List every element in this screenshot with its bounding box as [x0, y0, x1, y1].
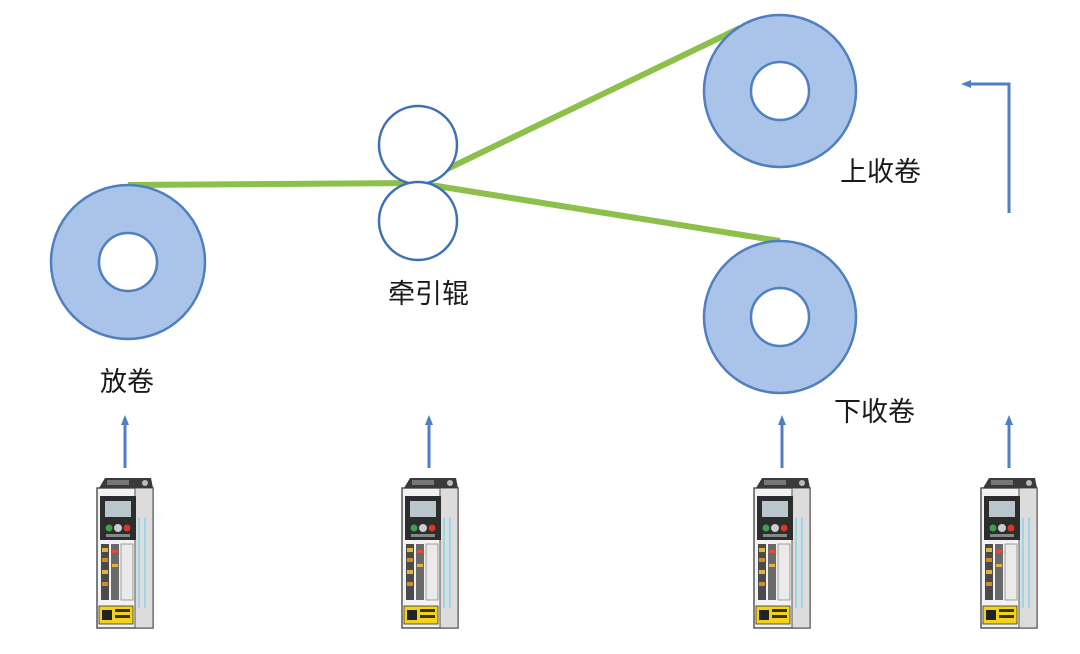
web-pull-to-lower [417, 180, 781, 244]
web-pull-to-upper [416, 25, 742, 186]
arrow-upper-route [961, 80, 1011, 213]
drive-unwind [96, 477, 154, 629]
web-unwind-to-pull [127, 180, 419, 188]
pull-roller-lower [377, 180, 459, 262]
lower-rewind-reel [702, 239, 858, 395]
drive-upper [980, 477, 1038, 629]
drive-pull [401, 477, 459, 629]
upper-rewind-reel [702, 13, 858, 169]
pull-roller-upper [377, 104, 459, 186]
drive-lower [753, 477, 811, 629]
upper-rewind-label: 上收卷 [840, 157, 921, 188]
pull-rollers [377, 104, 459, 262]
unwind-reel [49, 183, 207, 341]
lower-rewind-label: 下收卷 [834, 397, 915, 428]
web-paths [127, 25, 781, 244]
drive-arrows [121, 80, 1013, 468]
pull-roller-label: 牵引辊 [388, 279, 469, 310]
unwind-label: 放卷 [100, 367, 154, 398]
